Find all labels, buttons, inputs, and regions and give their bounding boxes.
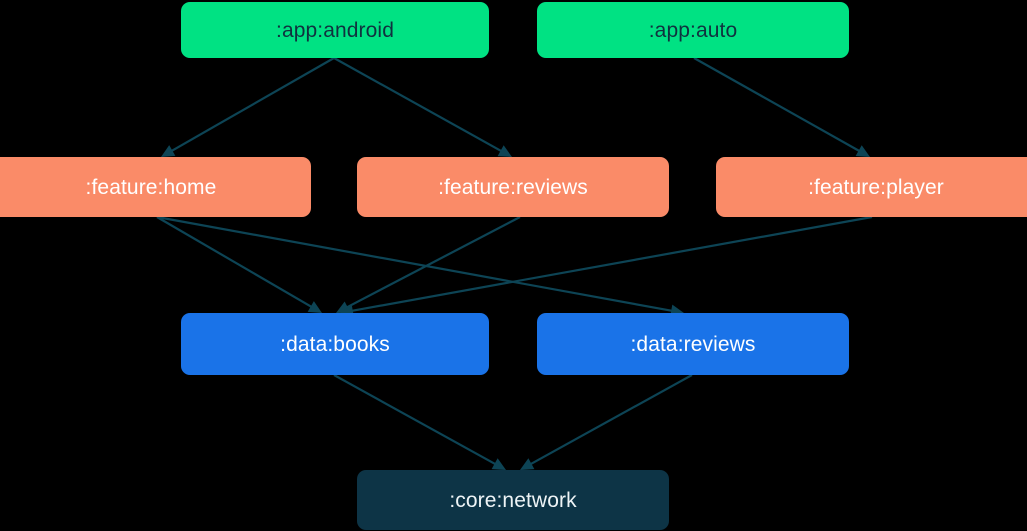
- graph-node-app-android[interactable]: :app:android: [181, 2, 489, 58]
- edge-feature-player-to-data-books: [340, 215, 873, 317]
- graph-node-feature-reviews[interactable]: :feature:reviews: [357, 157, 669, 217]
- node-label: :core:network: [449, 488, 577, 512]
- edge-line: [693, 57, 861, 153]
- node-label: :app:android: [276, 18, 394, 42]
- edge-line: [333, 374, 497, 466]
- arrowhead-icon: [520, 458, 535, 470]
- edge-line: [156, 215, 673, 313]
- edge-line: [333, 57, 503, 153]
- edge-data-reviews-to-core-network: [520, 374, 693, 470]
- node-label: :app:auto: [648, 18, 738, 42]
- edge-line: [345, 216, 521, 309]
- edge-feature-home-to-data-reviews: [156, 215, 684, 317]
- graph-node-app-auto[interactable]: :app:auto: [537, 2, 849, 58]
- edge-line: [351, 215, 873, 313]
- arrowhead-icon: [307, 301, 322, 313]
- edge-app-android-to-feature-home: [161, 57, 335, 157]
- edge-line: [529, 374, 693, 466]
- node-label: :data:books: [280, 332, 390, 356]
- graph-node-feature-home[interactable]: :feature:home: [0, 157, 311, 217]
- arrowhead-icon: [855, 145, 870, 157]
- edge-app-auto-to-feature-player: [693, 57, 870, 157]
- edge-line: [170, 57, 335, 153]
- edge-line: [156, 216, 313, 309]
- arrowhead-icon: [491, 458, 506, 470]
- node-label: :feature:home: [85, 175, 217, 199]
- edge-feature-reviews-to-data-books: [336, 216, 521, 313]
- edge-data-books-to-core-network: [333, 374, 506, 470]
- graph-node-data-books[interactable]: :data:books: [181, 313, 489, 375]
- graph-node-feature-player[interactable]: :feature:player: [716, 157, 1027, 217]
- arrowhead-icon: [336, 301, 351, 313]
- graph-node-core-network[interactable]: :core:network: [357, 470, 669, 530]
- arrowhead-icon: [497, 145, 512, 157]
- edge-app-android-to-feature-reviews: [333, 57, 512, 157]
- node-label: :data:reviews: [630, 332, 756, 356]
- edge-feature-home-to-data-books: [156, 216, 322, 313]
- node-label: :feature:reviews: [438, 175, 588, 199]
- node-label: :feature:player: [808, 175, 944, 199]
- graph-node-data-reviews[interactable]: :data:reviews: [537, 313, 849, 375]
- arrowhead-icon: [161, 145, 176, 157]
